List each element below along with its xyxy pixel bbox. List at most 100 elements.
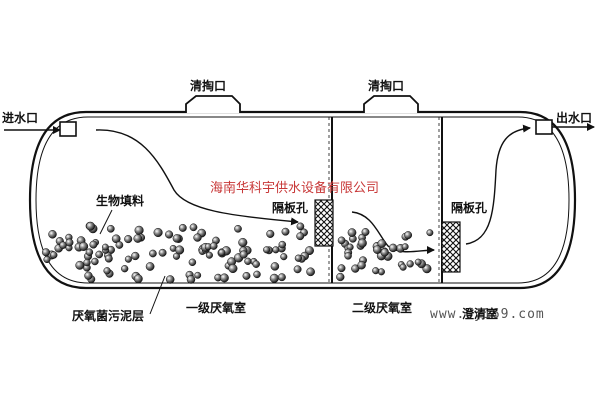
- bio-media-ball: [239, 250, 248, 259]
- bio-media-ball: [209, 242, 218, 250]
- bio-media-ball: [158, 248, 167, 257]
- cleanout-port-1: [185, 95, 241, 113]
- label-bio-filler: 生物填料: [96, 193, 144, 208]
- bio-media-ball: [305, 246, 314, 256]
- bio-media-ball: [426, 229, 434, 237]
- label-cleanout-2: 清掏口: [368, 78, 404, 93]
- flow-arrow-chamber-3: [465, 124, 531, 245]
- bio-media-ball: [401, 243, 409, 251]
- bio-media-ball: [269, 273, 279, 283]
- bio-media-ball: [306, 267, 315, 277]
- bio-media-ball: [121, 265, 129, 273]
- bio-media-ball: [194, 271, 202, 279]
- bio-media-layer: [41, 221, 434, 284]
- bio-media-ball: [344, 252, 352, 260]
- bio-media-ball: [296, 222, 305, 231]
- bio-media-ball: [85, 248, 94, 256]
- bio-media-ball: [293, 265, 302, 274]
- bio-media-ball: [193, 233, 202, 242]
- bio-media-ball: [43, 255, 51, 264]
- bio-media-ball: [270, 262, 280, 271]
- label-sludge-layer: 厌氧菌污泥层: [72, 308, 144, 323]
- flow-arrow-chamber-2: [351, 211, 435, 255]
- bio-media-ball: [75, 260, 85, 270]
- bio-media-ball: [296, 232, 305, 241]
- bio-media-ball: [101, 243, 109, 251]
- label-cleanout-1: 清掏口: [190, 78, 226, 93]
- label-baffle-hole-1: 隔板孔: [272, 200, 308, 215]
- bio-media-ball: [84, 271, 93, 280]
- bio-media-ball: [357, 260, 366, 270]
- bio-media-ball: [165, 275, 175, 284]
- bio-media-ball: [95, 250, 104, 259]
- bio-media-ball: [41, 248, 51, 257]
- bio-media-ball: [347, 228, 357, 237]
- bio-media-ball: [337, 236, 346, 245]
- bio-media-ball: [277, 273, 286, 282]
- bio-media-ball: [372, 245, 382, 254]
- bio-media-ball: [104, 254, 113, 263]
- bio-media-ball: [263, 246, 271, 254]
- bio-media-ball: [133, 274, 143, 284]
- label-inlet: 进水口: [2, 110, 38, 125]
- bio-media-ball: [252, 260, 260, 268]
- bio-media-ball: [399, 263, 407, 271]
- bio-media-ball: [83, 258, 91, 267]
- label-chamber-1: 一级厌氧室: [186, 300, 246, 315]
- bio-media-ball: [134, 225, 144, 235]
- bio-media-ball: [404, 231, 413, 240]
- bio-media-ball: [380, 248, 389, 257]
- bio-media-ball: [79, 241, 89, 251]
- label-chamber-2: 二级厌氧室: [352, 300, 412, 315]
- bio-media-ball: [361, 228, 370, 236]
- bio-media-ball: [244, 257, 252, 265]
- bio-media-ball: [48, 230, 57, 239]
- bio-media-ball: [388, 243, 398, 253]
- bio-media-ball: [377, 268, 385, 276]
- bio-media-ball: [272, 246, 280, 254]
- label-chamber-3: 澄清室: [462, 306, 498, 321]
- bio-media-ball: [234, 224, 242, 233]
- bio-media-ball: [294, 254, 303, 262]
- bio-media-ball: [49, 251, 58, 259]
- bio-media-ball: [65, 238, 74, 247]
- bio-media-ball: [186, 275, 196, 284]
- bio-media-ball: [357, 238, 367, 248]
- bio-media-ball: [89, 240, 98, 249]
- bio-media-ball: [336, 272, 345, 282]
- bio-media-ball: [278, 240, 287, 249]
- watermark-url: www.sy169.com: [430, 307, 545, 322]
- bio-media-ball: [253, 270, 261, 279]
- flow-arrow-chamber-1: [95, 129, 299, 226]
- bio-media-ball: [406, 260, 414, 268]
- tank-outer-shell: [28, 110, 577, 290]
- watermark-company: 海南华科宇供水设备有限公司: [210, 180, 379, 196]
- bio-media-ball: [414, 258, 422, 266]
- bio-media-ball: [124, 235, 133, 244]
- sludge-layer-leader: [149, 275, 166, 315]
- bio-media-ball: [145, 262, 155, 271]
- bio-media-ball: [372, 267, 380, 275]
- tank-inner-wall: [35, 116, 570, 284]
- bio-media-ball: [377, 239, 387, 248]
- bio-media-ball: [115, 241, 124, 249]
- bio-media-ball: [106, 224, 115, 233]
- bio-media-ball: [280, 253, 288, 261]
- bio-media-ball: [165, 230, 174, 239]
- bio-media-ball: [266, 229, 275, 238]
- bio-filler-leader: [99, 209, 113, 235]
- bio-media-ball: [175, 245, 185, 255]
- label-outlet: 出水口: [556, 110, 592, 125]
- bio-media-ball: [242, 271, 251, 280]
- bio-media-ball: [103, 267, 111, 275]
- baffle-hole-mesh-2: [441, 221, 461, 273]
- bio-media-ball: [153, 227, 163, 238]
- bio-media-ball: [149, 249, 157, 258]
- bio-media-ball: [178, 223, 187, 232]
- inlet-pipe: [4, 121, 77, 137]
- bio-media-ball: [188, 258, 197, 267]
- bio-media-ball: [219, 273, 229, 283]
- bio-media-ball: [86, 221, 95, 231]
